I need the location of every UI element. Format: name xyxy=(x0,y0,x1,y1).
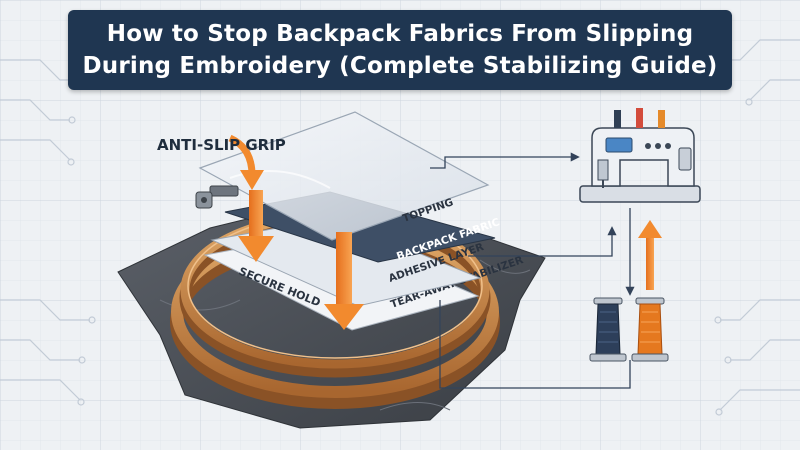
circuit-lines xyxy=(0,39,800,416)
title-line-1: How to Stop Backpack Fabrics From Slippi… xyxy=(106,21,694,47)
navy-thread-spool-icon xyxy=(589,297,627,362)
secure-hold-arrow-right xyxy=(324,232,364,330)
thread-feed-arrow xyxy=(638,220,662,290)
secure-hold-arrow-left xyxy=(238,190,274,262)
hoop-clamp-screw xyxy=(195,185,239,209)
title-line-2: During Embroidery (Complete Stabilizing … xyxy=(82,53,718,79)
orange-thread-spool-icon xyxy=(631,297,669,362)
sewing-machine-icon xyxy=(579,108,701,203)
connector-lines xyxy=(430,152,635,389)
anti-slip-arrow xyxy=(228,134,264,190)
title-banner: How to Stop Backpack Fabrics From Slippi… xyxy=(68,10,732,90)
callout-anti-slip-grip: ANTI-SLIP GRIP xyxy=(157,136,286,154)
